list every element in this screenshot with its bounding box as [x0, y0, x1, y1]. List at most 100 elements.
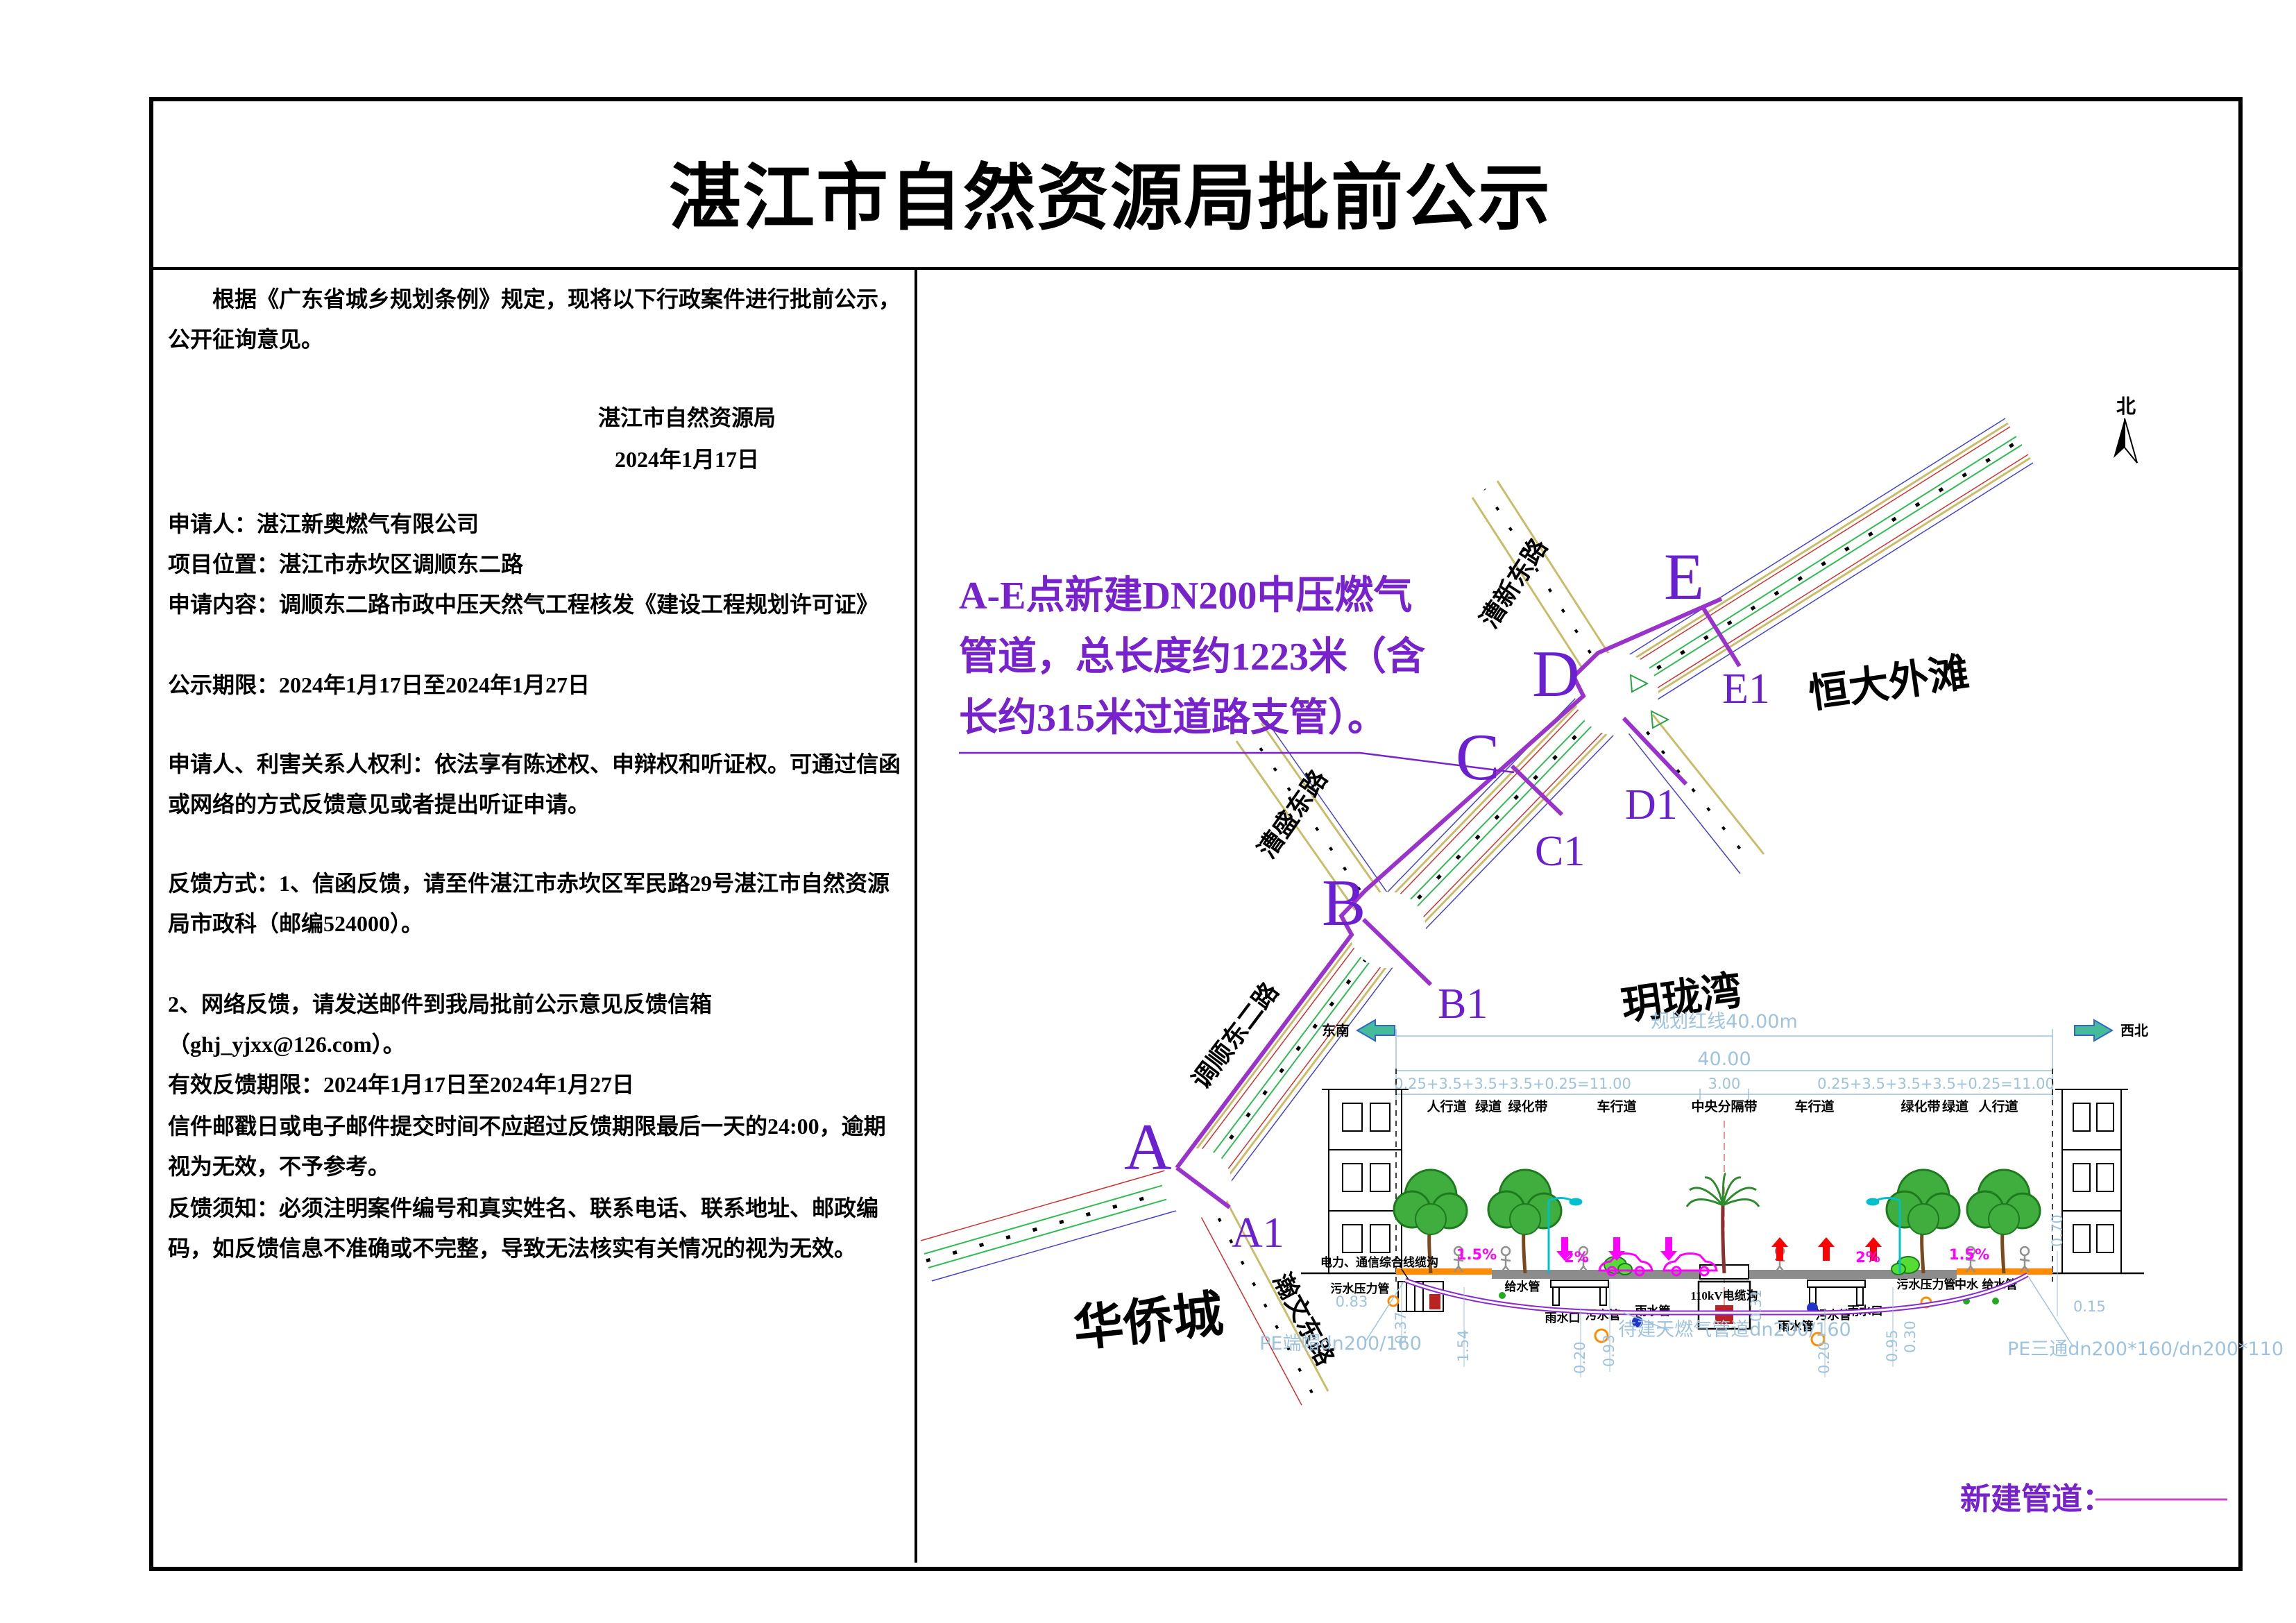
pe-cap-label: PE端帽dn200/160	[1259, 1333, 1422, 1354]
palm-tree	[1685, 1172, 1760, 1274]
location-line: 项目位置：湛江市赤坎区调顺东二路	[168, 552, 524, 577]
road-label-caosheng: 漕盛东路	[1252, 765, 1333, 863]
rights-paragraph: 申请人、利害关系人权利：依法享有陈述权、申辩权和听证权。可通过信函或网络的方式反…	[168, 751, 901, 817]
kv-trench-label: 110kV电缆沟	[1690, 1289, 1758, 1302]
water-pipe-icon-r	[1992, 1298, 1999, 1305]
sewage-pressure-pipe-icon	[1387, 1295, 1400, 1307]
dim-083: 0.83	[1336, 1293, 1368, 1310]
slope-label: 1.5%	[1456, 1246, 1497, 1263]
north-label: 北	[2116, 396, 2136, 418]
sidewalk-left	[1396, 1268, 1492, 1275]
junction-d	[1575, 652, 1658, 736]
feedback-post-paragraph: 反馈方式：1、信函反馈，请至件湛江市赤坎区军民路29号湛江市自然资源局市政科（邮…	[168, 871, 890, 936]
dim-center: 3.00	[1708, 1076, 1741, 1092]
direction-northwest: 西北	[2074, 1019, 2148, 1042]
dim-020-l: 0.20	[1572, 1341, 1588, 1374]
road-network	[920, 418, 2034, 1406]
red-line-dim-label: 规划红线40.00m	[1651, 1011, 1798, 1033]
valid-period-line: 有效反馈期限：2024年1月17日至2024年1月27日	[168, 1072, 635, 1097]
street-light-right	[1866, 1197, 1901, 1273]
road-label-caoxin: 漕新东路	[1475, 533, 1554, 632]
content-line: 申请内容：调顺东二路市政中压天然气工程核发《建设工程规划许可证》	[168, 592, 879, 617]
power-trench-label: 电力、通信综合线缆沟	[1320, 1255, 1438, 1269]
road-label-hanwen: 瀚文东路	[1268, 1268, 1339, 1370]
applicant-line: 申请人：湛江新奥燃气有限公司	[168, 511, 479, 536]
page-title: 湛江市自然资源局批前公示	[668, 159, 1551, 239]
point-d1-label: D1	[1625, 781, 1678, 829]
arrow-left-icon	[1355, 1019, 1395, 1042]
lane-greenway-r: 绿道	[1942, 1098, 1968, 1114]
zhongshui-label: 中水	[1955, 1277, 1979, 1291]
traffic-arrows-right	[1771, 1237, 1882, 1261]
water-pipe-icon	[1499, 1292, 1506, 1299]
annotation-line-1: A-E点新建DN200中压燃气	[959, 575, 1412, 618]
road-hanwen-dong	[1193, 1189, 1329, 1406]
terms-paragraph: 反馈须知：必须注明案件编号和真实姓名、联系电话、联系地址、邮政编码，如反馈信息不…	[168, 1196, 879, 1261]
pe-tee-label: PE三通dn200*160/dn200*110	[2007, 1339, 2284, 1360]
pedestrian-figure	[1499, 1246, 1512, 1273]
traffic-island	[1650, 710, 1670, 729]
pedestrian-figure	[2018, 1246, 2031, 1273]
intro-paragraph: 根据《广东省城乡规划条例》规定，现将以下行政案件进行批前公示，公开征询意见。	[168, 287, 901, 352]
legend: 新建管道：	[1960, 1482, 2227, 1516]
annotation-line-3: 长约315米过道路支管）。	[959, 696, 1386, 740]
road-west-leg	[920, 1162, 1203, 1282]
storm-structure-left	[1550, 1280, 1609, 1306]
arrow-right-icon	[2074, 1019, 2114, 1042]
annotation-leader-line	[959, 751, 1515, 774]
storm-structure-right	[1807, 1280, 1866, 1306]
dim-015: 0.15	[2073, 1298, 2106, 1315]
legend-label: 新建管道：	[1960, 1482, 2113, 1516]
sheet-border	[149, 97, 2243, 1571]
gas-pipe-leader	[1623, 1312, 1669, 1331]
pipeline-points: A A1 B B1 C C1 D D1 E E1	[1124, 540, 1770, 1257]
gas-pipe-label: 待建天燃气管道dn200/160	[1618, 1319, 1851, 1341]
dim-095: 0.95	[1884, 1329, 1900, 1362]
gas-pipe-profile	[1404, 1272, 2029, 1316]
rain-inlet-label-l: 雨水口	[1545, 1311, 1581, 1325]
lane-sidewalk-l: 人行道	[1427, 1098, 1466, 1114]
street-tree	[1488, 1170, 1561, 1273]
road-label-tiaoshun: 调顺东二路	[1187, 977, 1284, 1094]
signoff-agency: 湛江市自然资源局 2024年1月17日	[527, 397, 847, 480]
dims-right: 0.25+3.5+3.5+3.5+0.25=11.00	[1817, 1076, 2055, 1092]
traffic-arrows-left	[1556, 1237, 1677, 1261]
agency-name: 湛江市自然资源局	[597, 405, 776, 430]
lane-greenbelt-r: 绿化带	[1900, 1098, 1940, 1114]
annotation-line-2: 管道，总长度约1223米（含	[959, 635, 1426, 679]
lane-carriage-l: 车行道	[1597, 1098, 1636, 1114]
feedback-web-paragraph: 2、网络反馈，请发送邮件到我局批前公示意见反馈信箱（ghj_yjxx@126.c…	[168, 992, 713, 1057]
point-b1-label: B1	[1438, 980, 1488, 1028]
gas-pipeline-route	[1175, 597, 1742, 1209]
point-b-label: B	[1322, 866, 1366, 940]
lane-median: 中央分隔带	[1691, 1098, 1757, 1114]
column-divider	[915, 267, 917, 1563]
traffic-island	[1629, 674, 1649, 693]
sewage-pressure-label-r: 污水压力管	[1897, 1277, 1956, 1291]
slope-label: 2%	[1855, 1249, 1880, 1266]
lane-sidewalk-r: 人行道	[1978, 1098, 2018, 1114]
utility-trench-left	[1397, 1281, 1444, 1312]
pipeline-annotation: A-E点新建DN200中压燃气 管道，总长度约1223米（含 长约315米过道路…	[959, 575, 1515, 774]
water-supply-label-l: 给水管	[1505, 1280, 1540, 1293]
dim-154: 1.54	[1455, 1329, 1472, 1362]
cross-section: 东南 西北 规划红线40.00m 40.00 0.25+3.5+3.5+3.5+…	[1259, 1011, 2284, 1377]
direction-southeast: 东南	[1322, 1019, 1395, 1042]
sewage-pipe-icon	[1594, 1328, 1609, 1343]
dir-right-label: 西北	[2120, 1023, 2148, 1039]
lane-greenway-l: 绿道	[1475, 1098, 1502, 1114]
slope-label: 1.5%	[1949, 1246, 1989, 1263]
building-right	[2055, 1089, 2128, 1274]
postmark-note-paragraph: 信件邮戳日或电子邮件提交时间不应超过反馈期限最后一天的24:00，逾期视为无效，…	[168, 1114, 886, 1179]
lane-carriage-r: 车行道	[1794, 1098, 1834, 1114]
dir-left-label: 东南	[1322, 1022, 1350, 1039]
dim-030: 0.30	[1902, 1320, 1919, 1353]
shrubs	[1604, 1256, 1920, 1275]
slope-label: 2%	[1564, 1249, 1589, 1266]
lane-labels: 人行道 绿道 绿化带 车行道 中央分隔带 车行道 绿化带 绿道 人行道	[1427, 1098, 2018, 1114]
point-e-label: E	[1664, 540, 1704, 613]
site-map: A A1 B B1 C C1 D D1 E E1 调顺东二路 漕盛东路 漕新东路…	[920, 396, 2284, 1516]
rain-label-r: 雨水管	[1778, 1319, 1814, 1333]
north-arrow-icon: 北	[2114, 396, 2138, 464]
